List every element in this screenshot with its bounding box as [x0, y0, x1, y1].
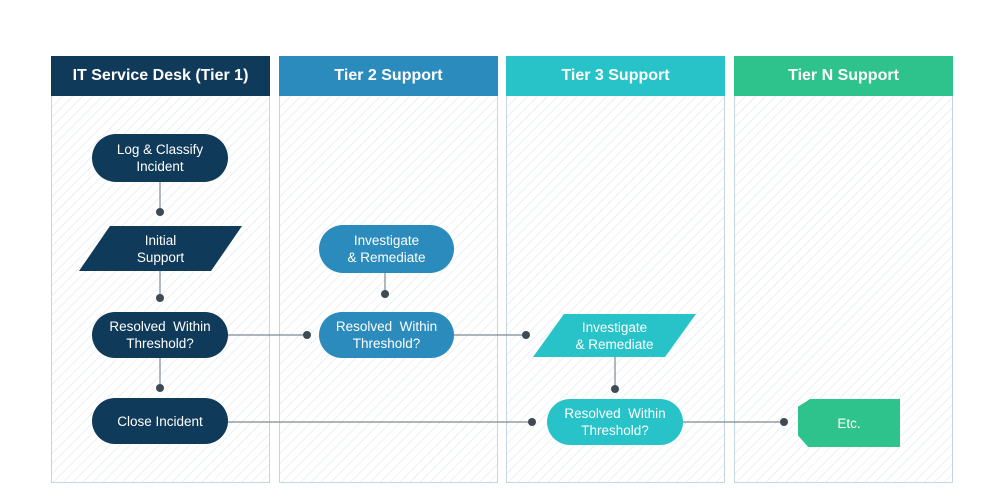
node-label: Investigate & Remediate — [347, 233, 426, 265]
lane-header-tier-3: Tier 3 Support — [506, 56, 725, 96]
connector-dot — [611, 385, 619, 393]
connector-dot — [780, 418, 788, 426]
node-resolved-tier-3: Resolved Within Threshold? — [547, 399, 683, 445]
node-label: Initial Support — [136, 232, 185, 265]
node-log-classify-incident: Log & Classify Incident — [92, 134, 228, 182]
node-label: Resolved Within Threshold? — [335, 319, 438, 351]
node-label: Resolved Within Threshold? — [564, 406, 666, 438]
node-resolved-tier-1: Resolved Within Threshold? — [92, 312, 228, 358]
node-initial-support: Initial Support — [79, 226, 242, 271]
connector-dot — [303, 331, 311, 339]
node-etc: Etc. — [798, 399, 900, 447]
node-label: Close Incident — [117, 413, 203, 429]
lane-header-tier-2: Tier 2 Support — [279, 56, 498, 96]
connector-dot — [522, 331, 530, 339]
node-investigate-tier-3: Investigate & Remediate — [533, 314, 696, 357]
connector-dot — [156, 208, 164, 216]
lane-header-tier-n: Tier N Support — [734, 56, 953, 96]
node-label: Etc. — [837, 415, 861, 431]
node-label: Log & Classify Incident — [116, 142, 204, 174]
node-label: Resolved Within Threshold? — [109, 319, 211, 351]
lane-header-tier-1: IT Service Desk (Tier 1) — [51, 56, 270, 96]
connector-dot — [156, 384, 164, 392]
connector-dot — [156, 294, 164, 302]
node-investigate-tier-2: Investigate & Remediate — [319, 225, 454, 273]
connector-dot — [381, 290, 389, 298]
node-label: Investigate & Remediate — [575, 319, 654, 352]
node-resolved-tier-2: Resolved Within Threshold? — [319, 312, 454, 358]
connector-dot — [528, 418, 536, 426]
node-close-incident: Close Incident — [92, 398, 228, 444]
